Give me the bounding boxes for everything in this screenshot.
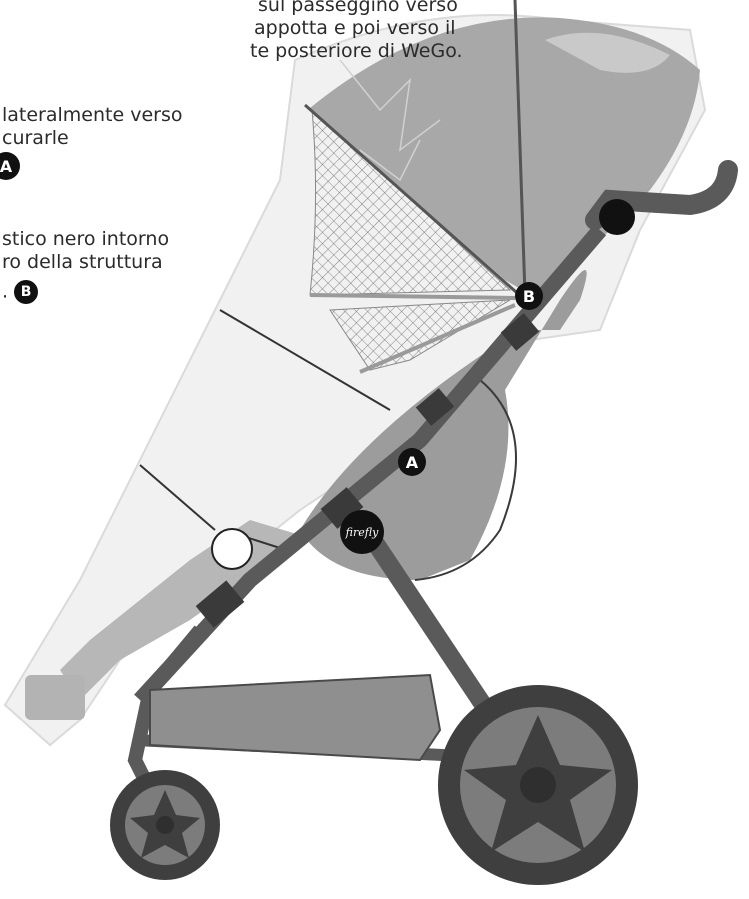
badge-a-diagram: A: [398, 448, 426, 476]
instruction-line-3: te posteriore di WeGo.: [250, 40, 463, 63]
instruction-line-6: stico nero intorno: [2, 228, 169, 251]
instruction-line-5: curarle: [2, 127, 69, 150]
footplate: [25, 675, 85, 720]
instruction-line-7: ro della struttura: [2, 251, 163, 274]
marker-ring: [211, 528, 253, 570]
instruction-line-8-text: .: [2, 281, 8, 303]
instruction-line-4: lateralmente verso: [2, 104, 182, 127]
badge-b-inline: B: [14, 280, 38, 304]
handle-joint: [599, 199, 635, 235]
front-wheel: [110, 770, 220, 880]
instruction-line-8: . B: [2, 280, 38, 304]
firefly-logo: firefly: [340, 510, 384, 554]
rear-wheel: [438, 685, 638, 885]
badge-b-diagram: B: [515, 282, 543, 310]
instruction-line-2: appotta e poi verso il: [254, 17, 456, 40]
instruction-line-1: sul passeggino verso: [258, 0, 458, 17]
basket: [150, 675, 440, 760]
